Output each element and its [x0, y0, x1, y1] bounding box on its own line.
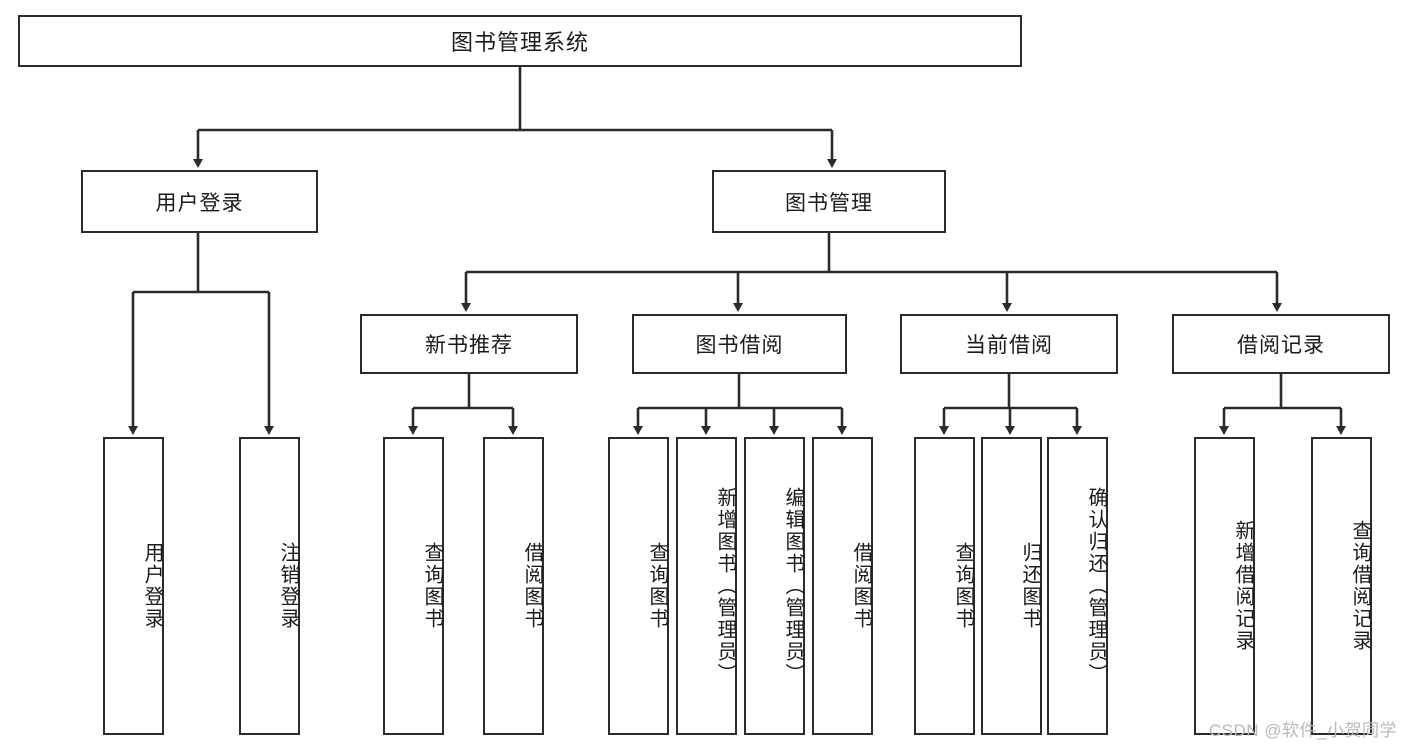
leaf-query-books-borrow[interactable]: 查询图书: [608, 437, 669, 735]
leaf-add-borrow-record[interactable]: 新增借阅记录: [1194, 437, 1255, 735]
node-label: 图书管理系统: [450, 30, 589, 55]
node-root-system[interactable]: 图书管理系统: [18, 15, 1022, 67]
leaf-add-book-admin[interactable]: 新增图书（管理员）: [676, 437, 737, 735]
node-label: 编辑图书（管理员）: [782, 487, 804, 685]
node-label: 归还图书: [1019, 542, 1041, 630]
leaf-borrow-books-recommend[interactable]: 借阅图书: [483, 437, 544, 735]
leaf-return-books[interactable]: 归还图书: [981, 437, 1042, 735]
node-label: 查询图书: [646, 542, 668, 630]
node-label: 用户登录: [141, 542, 163, 630]
node-current-borrow[interactable]: 当前借阅: [900, 314, 1118, 374]
node-new-book-recommend[interactable]: 新书推荐: [360, 314, 578, 374]
node-label: 确认归还（管理员）: [1085, 487, 1107, 685]
leaf-query-books-recommend[interactable]: 查询图书: [383, 437, 444, 735]
leaf-user-login[interactable]: 用户登录: [103, 437, 164, 735]
node-label: 注销登录: [277, 542, 299, 630]
node-label: 查询借阅记录: [1349, 520, 1371, 652]
node-label: 图书管理: [785, 191, 873, 215]
node-label: 查询图书: [421, 542, 443, 630]
node-borrow-record[interactable]: 借阅记录: [1172, 314, 1390, 374]
node-label: 借阅图书: [850, 542, 872, 630]
node-label: 新增借阅记录: [1232, 520, 1254, 652]
node-book-management[interactable]: 图书管理: [712, 170, 946, 233]
node-label: 用户登录: [155, 191, 244, 215]
node-label: 新书推荐: [425, 334, 513, 357]
node-label: 借阅记录: [1237, 334, 1325, 357]
leaf-confirm-return-admin[interactable]: 确认归还（管理员）: [1047, 437, 1108, 735]
leaf-query-borrow-record[interactable]: 查询借阅记录: [1311, 437, 1372, 735]
node-label: 新增图书（管理员）: [714, 487, 736, 685]
node-label: 查询图书: [952, 542, 974, 630]
leaf-borrow-books[interactable]: 借阅图书: [812, 437, 873, 735]
node-label: 借阅图书: [521, 542, 543, 630]
node-label: 当前借阅: [965, 334, 1053, 357]
node-user-login[interactable]: 用户登录: [81, 170, 318, 233]
watermark: CSDN @软件_小贺同学: [1208, 721, 1397, 740]
leaf-query-books-current[interactable]: 查询图书: [914, 437, 975, 735]
leaf-edit-book-admin[interactable]: 编辑图书（管理员）: [744, 437, 805, 735]
leaf-logout[interactable]: 注销登录: [239, 437, 300, 735]
node-label: 图书借阅: [695, 334, 784, 357]
node-book-borrow[interactable]: 图书借阅: [632, 314, 847, 374]
